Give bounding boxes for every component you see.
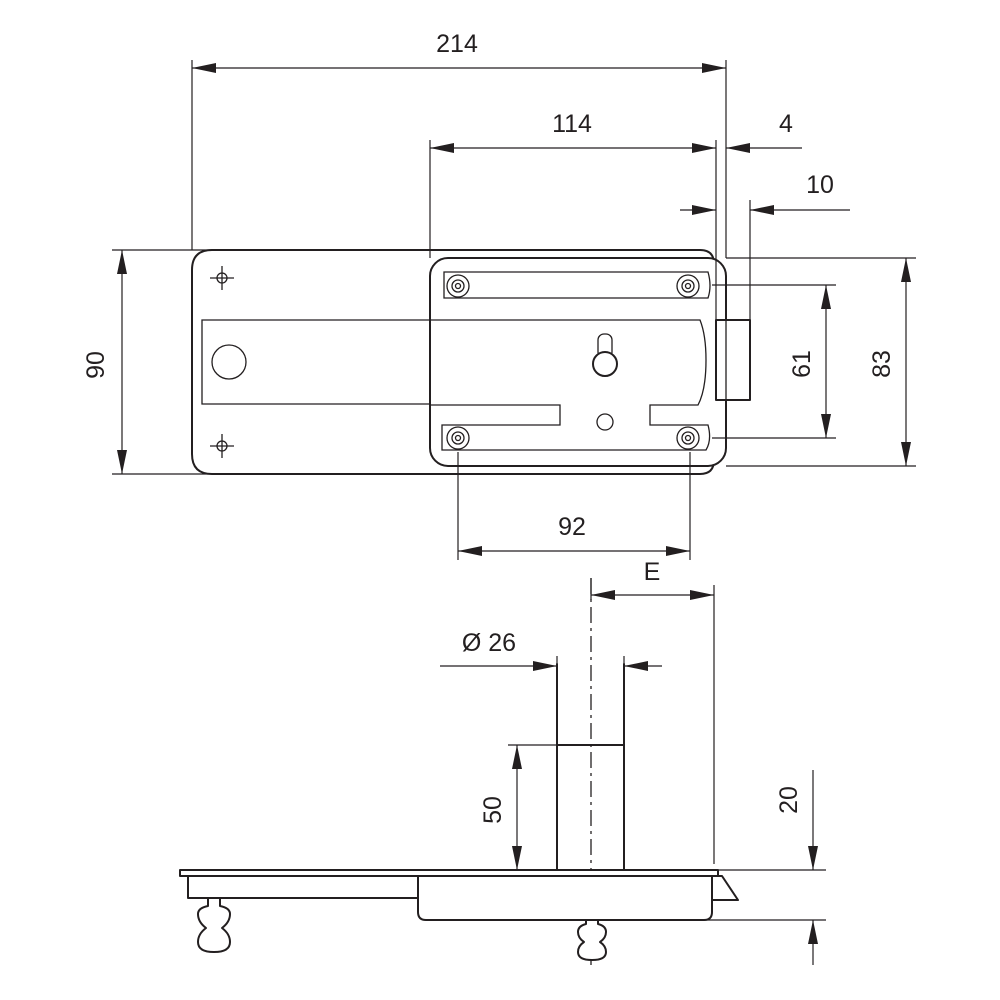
follower-hole [211, 344, 247, 380]
pin-hole [596, 413, 614, 431]
dimension-bolt-height: 61 [712, 284, 836, 439]
dimension-case-depth: 20 [704, 770, 826, 965]
side-case [417, 875, 713, 921]
dimension-cylinder-diameter: Ø 26 [440, 629, 662, 672]
lock-case [429, 257, 727, 467]
latch-bar [201, 319, 430, 405]
label-plate-height: 90 [82, 351, 110, 379]
dimension-bolt-throw: 4 [726, 110, 802, 153]
top-guide-rail [443, 271, 711, 299]
side-view [179, 578, 739, 965]
plate-hole-bottom-icon [210, 434, 234, 458]
label-bolt-height: 61 [788, 350, 816, 378]
side-bolt [711, 875, 739, 901]
label-screw-spacing: 92 [558, 513, 586, 541]
label-bolt-thickness: 10 [806, 171, 834, 199]
label-case-height: 83 [868, 350, 896, 378]
dimension-case-width: 114 [429, 110, 717, 320]
screw-top-right-icon [676, 274, 700, 298]
dimension-screw-spacing: 92 [457, 452, 691, 560]
label-cylinder-length: 50 [479, 796, 507, 824]
label-case-depth: 20 [775, 786, 803, 814]
slider-frame [430, 319, 711, 451]
label-case-width: 114 [552, 110, 592, 138]
label-cylinder-diameter: Ø 26 [462, 629, 516, 657]
dimension-plate-height: 90 [82, 249, 212, 475]
keyhole-icon [592, 333, 618, 377]
label-bolt-throw: 4 [779, 110, 793, 138]
dimension-cylinder-length: 50 [479, 744, 557, 870]
bolt [715, 319, 751, 401]
screw-bottom-right-icon [676, 426, 700, 450]
dimension-bolt-thickness: 10 [680, 171, 850, 320]
knob-left-icon [197, 897, 231, 953]
dimension-case-height: 83 [726, 257, 916, 467]
plate-hole-top-icon [210, 266, 234, 290]
side-latch-rail [187, 875, 419, 899]
label-backset: E [644, 558, 661, 586]
front-view [191, 249, 751, 475]
dimension-overall-width: 214 [191, 30, 727, 258]
dimension-backset: E [590, 558, 715, 864]
knob-right-icon [577, 919, 607, 961]
screw-top-left-icon [446, 274, 470, 298]
label-overall-width: 214 [436, 30, 478, 58]
screw-bottom-left-icon [446, 426, 470, 450]
